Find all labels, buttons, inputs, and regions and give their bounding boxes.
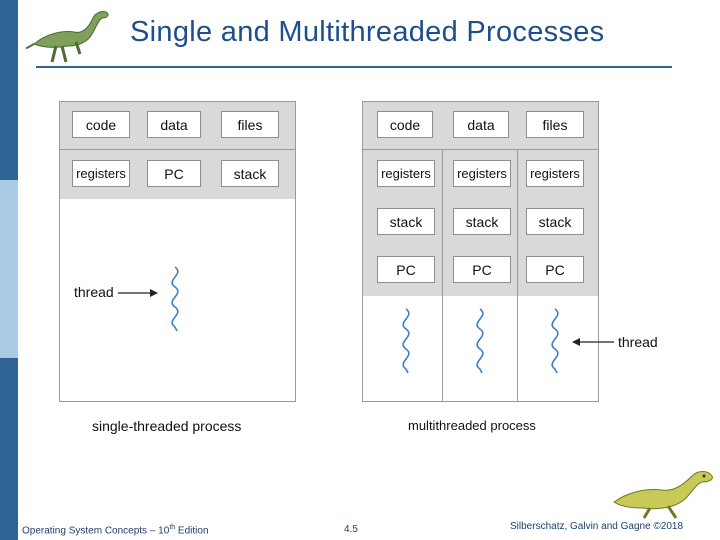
multi-stack-cell: stack (453, 208, 511, 235)
single-data-cell: data (147, 111, 201, 138)
single-files-cell: files (221, 111, 279, 138)
multi-data-cell: data (453, 111, 509, 138)
footer-book-suffix: Edition (175, 525, 209, 537)
slide-title: Single and Multithreaded Processes (130, 16, 605, 48)
multi-pc-cell: PC (377, 256, 435, 283)
single-pc-cell: PC (147, 160, 201, 187)
multi-code-cell: code (377, 111, 433, 138)
multi-registers-cell: registers (453, 160, 511, 187)
multi-row-divider (363, 149, 598, 150)
left-sidebar-highlight (0, 180, 18, 358)
multi-caption: multithreaded process (408, 418, 536, 433)
multi-wavy-thread-icon (476, 308, 484, 374)
multi-wavy-thread-icon (551, 308, 559, 374)
footer-book-sup: th (169, 524, 176, 531)
single-registers-cell: registers (72, 160, 130, 187)
multi-column-divider-1 (442, 150, 443, 401)
dinosaur-logo-icon (26, 11, 109, 63)
title-divider (36, 66, 672, 68)
multi-registers-cell: registers (526, 160, 584, 187)
multi-thread-label: thread (618, 334, 658, 350)
multi-stack-cell: stack (377, 208, 435, 235)
single-thread-arrow-icon (118, 289, 158, 297)
single-caption: single-threaded process (92, 418, 242, 434)
multi-wavy-thread-icon (402, 308, 410, 374)
multi-stack-cell: stack (526, 208, 584, 235)
multi-thread-arrow-icon (572, 338, 614, 346)
single-row-divider (60, 149, 295, 150)
left-sidebar-bar (0, 0, 18, 540)
multi-pc-cell: PC (526, 256, 584, 283)
multi-files-cell: files (526, 111, 584, 138)
single-thread-label: thread (74, 284, 114, 300)
single-code-cell: code (72, 111, 130, 138)
footer-page-number: 4.5 (344, 524, 358, 535)
dinosaur-illustration-icon (613, 471, 713, 519)
single-wavy-thread-icon (171, 266, 179, 332)
single-stack-cell: stack (221, 160, 279, 187)
multi-column-divider-2 (517, 150, 518, 401)
multi-registers-cell: registers (377, 160, 435, 187)
multi-pc-cell: PC (453, 256, 511, 283)
footer-book-title: Operating System Concepts – 10th Edition (22, 524, 209, 536)
footer-book-prefix: Operating System Concepts – 10 (22, 525, 170, 537)
footer-authors: Silberschatz, Galvin and Gagne ©2018 (510, 521, 684, 532)
